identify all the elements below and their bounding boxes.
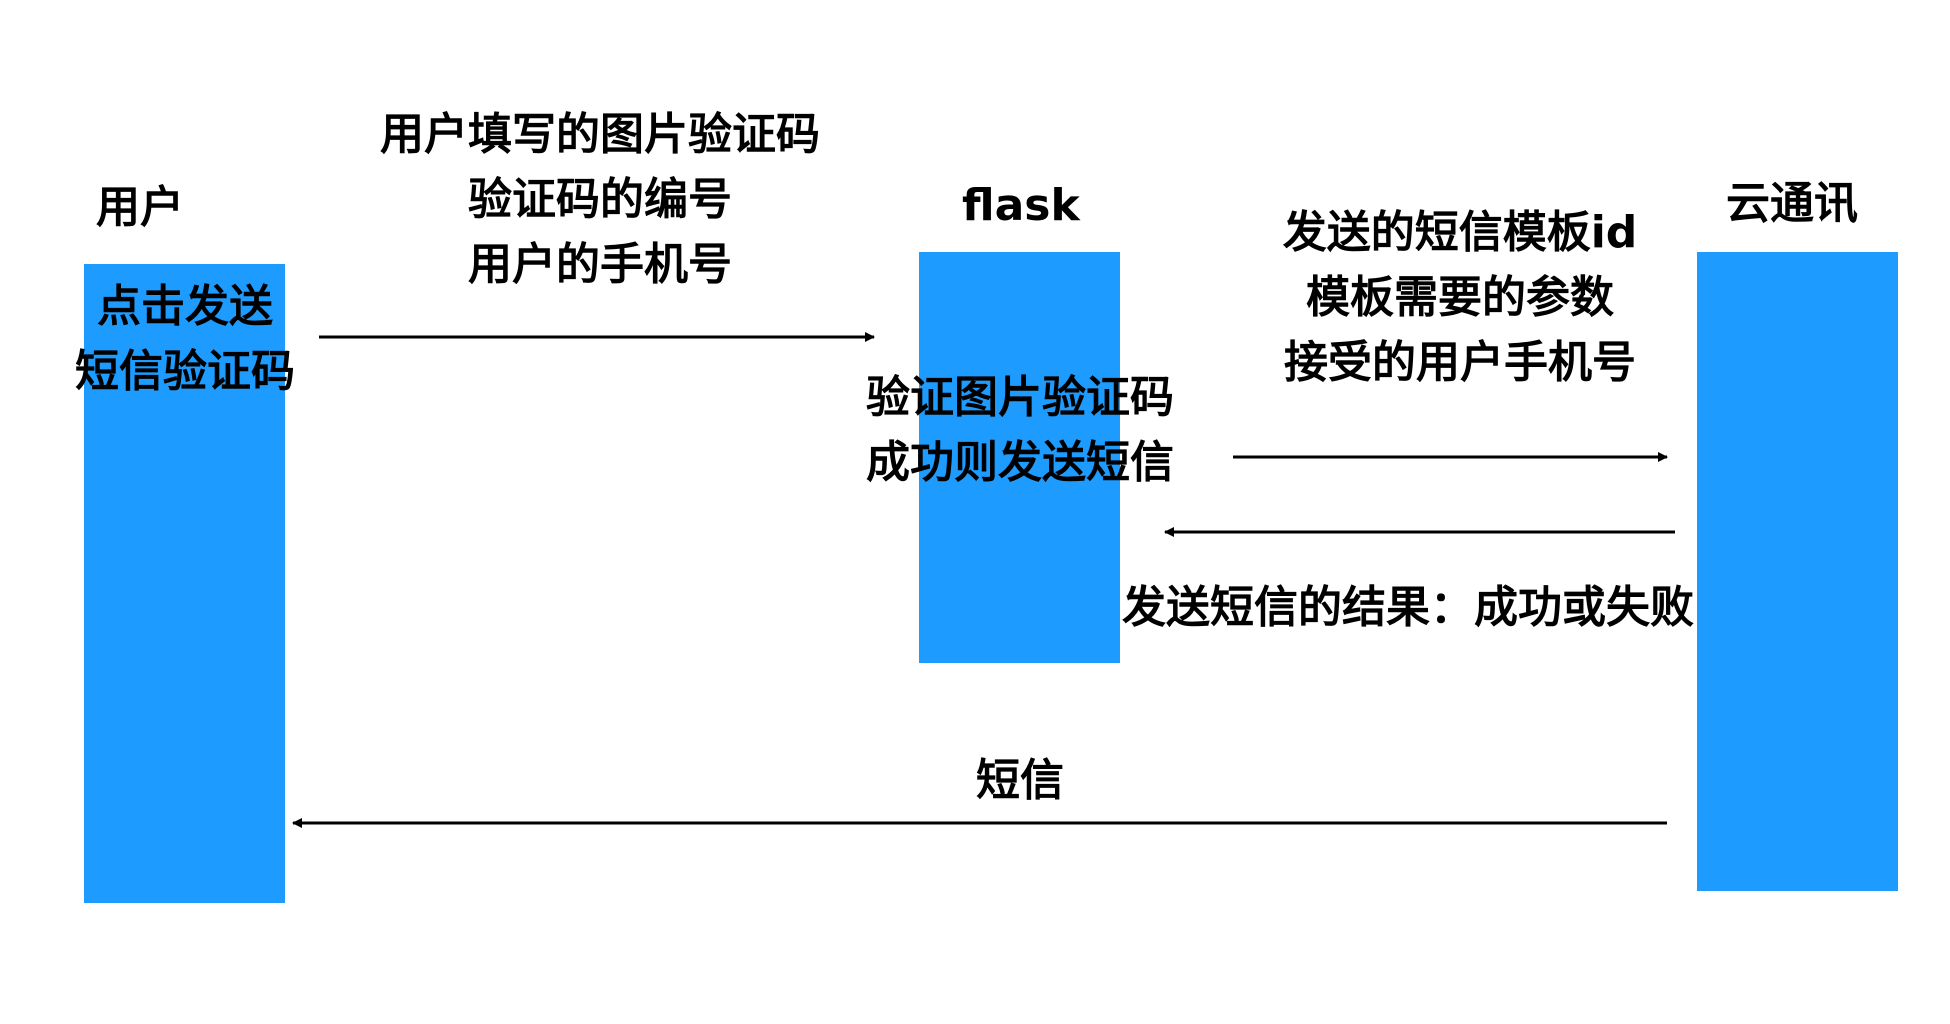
sms-to-user-message: 短信 xyxy=(976,755,1064,806)
request-to-cloud-line: 模板需要的参数 xyxy=(1306,272,1614,323)
flask-process-line: 验证图片验证码 xyxy=(866,372,1174,423)
participant-user-label: 用户 xyxy=(96,182,184,233)
user-action-line: 短信验证码 xyxy=(75,346,295,397)
request-to-flask-line: 用户填写的图片验证码 xyxy=(380,109,820,160)
request-to-flask-line: 用户的手机号 xyxy=(468,239,732,290)
flask-lifeline xyxy=(919,252,1120,663)
request-to-flask-message: 用户填写的图片验证码 验证码的编号 用户的手机号 xyxy=(340,102,860,297)
flask-process-line: 成功则发送短信 xyxy=(866,437,1174,488)
user-lifeline xyxy=(84,264,285,903)
request-to-cloud-message: 发送的短信模板id 模板需要的参数 接受的用户手机号 xyxy=(1250,200,1670,395)
user-action-note: 点击发送 短信验证码 xyxy=(60,274,310,404)
participant-flask-label: flask xyxy=(962,180,1080,231)
cloud-response-message: 发送短信的结果：成功或失败 xyxy=(1122,582,1694,633)
user-action-line: 点击发送 xyxy=(97,281,273,332)
cloud-lifeline xyxy=(1697,252,1898,891)
participant-cloud-label: 云通讯 xyxy=(1726,178,1858,229)
request-to-cloud-line: 发送的短信模板id xyxy=(1282,207,1638,258)
request-to-cloud-line: 接受的用户手机号 xyxy=(1284,337,1636,388)
request-to-flask-line: 验证码的编号 xyxy=(468,174,732,225)
flask-process-note: 验证图片验证码 成功则发送短信 xyxy=(835,365,1205,495)
